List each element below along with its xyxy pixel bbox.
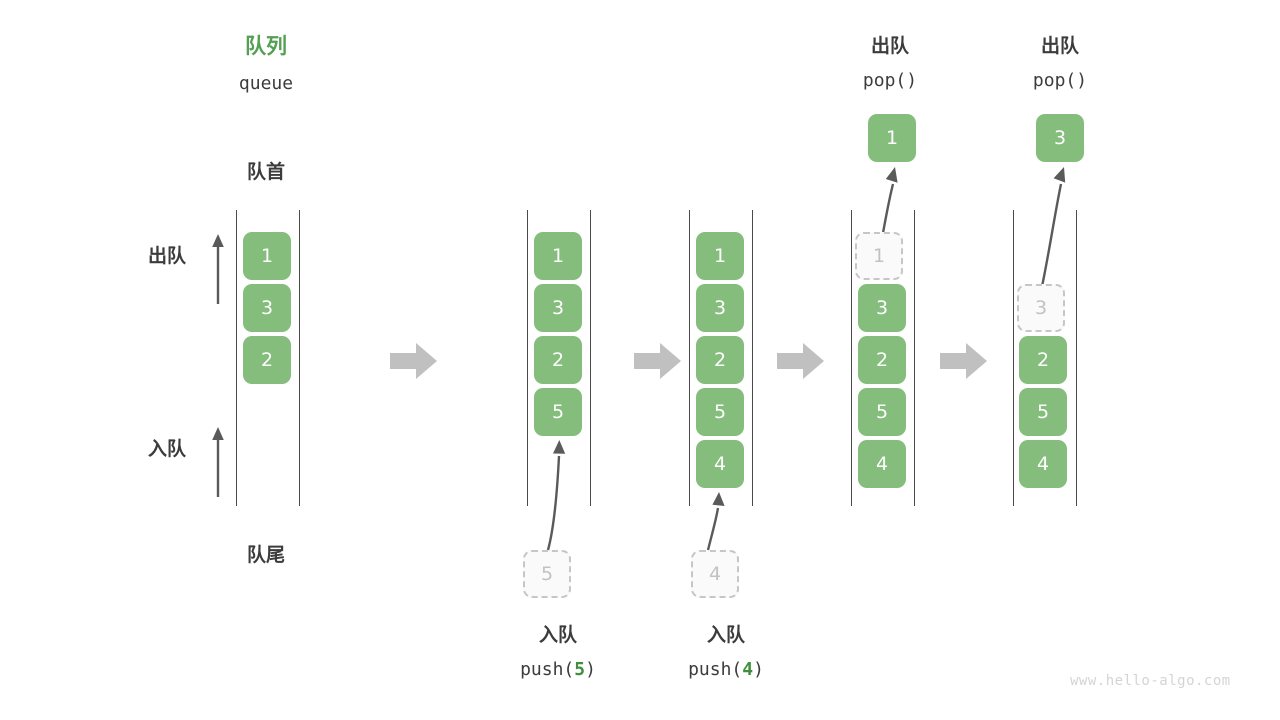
- queue-item: 5: [696, 388, 744, 436]
- push-arrow-icon: [546, 440, 566, 551]
- queue-rail-left-g3: [689, 210, 690, 506]
- queue-item: 1: [534, 232, 582, 280]
- pop-label-cn: 出队: [1040, 35, 1080, 57]
- label-pop-side: 出队: [148, 245, 187, 267]
- queue-item: 3: [696, 284, 744, 332]
- queue-item: 2: [243, 336, 291, 384]
- step-arrow-icon: [390, 343, 437, 379]
- queue-title-en: queue: [238, 73, 294, 94]
- step-arrow-icon: [634, 343, 681, 379]
- queue-rail-left-g1: [236, 210, 237, 506]
- queue-title-cn: 队列: [245, 34, 287, 58]
- pop-label-code: pop(): [862, 70, 918, 91]
- push-code-value: 5: [574, 659, 586, 680]
- push-code-suffix: ): [753, 659, 764, 680]
- queue-item: 5: [1019, 388, 1067, 436]
- label-rear: 队尾: [246, 544, 286, 566]
- push-caption-cn: 入队: [706, 624, 746, 646]
- push-code-suffix: ): [585, 659, 596, 680]
- queue-item: 3: [243, 284, 291, 332]
- label-front: 队首: [246, 161, 286, 183]
- queue-rail-left-g2: [527, 210, 528, 506]
- queue-item: 2: [696, 336, 744, 384]
- pop-arrow-icon: [1038, 167, 1066, 297]
- queue-item-ghost: 3: [1017, 284, 1065, 332]
- queue-rail-right-g5: [1076, 210, 1077, 506]
- queue-item: 3: [858, 284, 906, 332]
- queue-item: 1: [243, 232, 291, 280]
- queue-rail-left-g5: [1013, 210, 1014, 506]
- queue-item: 3: [534, 284, 582, 332]
- queue-item: 5: [858, 388, 906, 436]
- push-caption-cn: 入队: [538, 624, 578, 646]
- pop-direction-arrow-icon: [212, 234, 224, 304]
- queue-rail-right-g4: [914, 210, 915, 506]
- queue-item-ghost: 1: [855, 232, 903, 280]
- push-code-value: 4: [742, 659, 754, 680]
- pop-label-cn: 出队: [870, 35, 910, 57]
- queue-item: 1: [696, 232, 744, 280]
- queue-rail-right-g3: [752, 210, 753, 506]
- queue-item: 4: [858, 440, 906, 488]
- push-direction-arrow-icon: [212, 427, 224, 497]
- incoming-ghost-box: 5: [523, 550, 571, 598]
- label-push-side: 入队: [148, 438, 187, 460]
- watermark: www.hello-algo.com: [1070, 673, 1231, 689]
- push-caption-code: push(4): [688, 657, 764, 683]
- step-arrow-icon: [777, 343, 824, 379]
- queue-item: 2: [858, 336, 906, 384]
- popped-box: 3: [1036, 114, 1084, 162]
- push-code-prefix: push(: [520, 659, 575, 680]
- queue-rail-left-g4: [851, 210, 852, 506]
- pop-label-code: pop(): [1032, 70, 1088, 91]
- queue-item: 2: [1019, 336, 1067, 384]
- push-arrow-icon: [706, 492, 725, 551]
- step-arrow-icon: [940, 343, 987, 379]
- push-code-prefix: push(: [688, 659, 743, 680]
- queue-item: 4: [1019, 440, 1067, 488]
- queue-item-new: 5: [534, 388, 582, 436]
- popped-box: 1: [868, 114, 916, 162]
- queue-item-new: 4: [696, 440, 744, 488]
- incoming-ghost-box: 4: [691, 550, 739, 598]
- queue-rail-right-g1: [299, 210, 300, 506]
- queue-rail-right-g2: [590, 210, 591, 506]
- queue-item: 2: [534, 336, 582, 384]
- push-caption-code: push(5): [520, 657, 596, 683]
